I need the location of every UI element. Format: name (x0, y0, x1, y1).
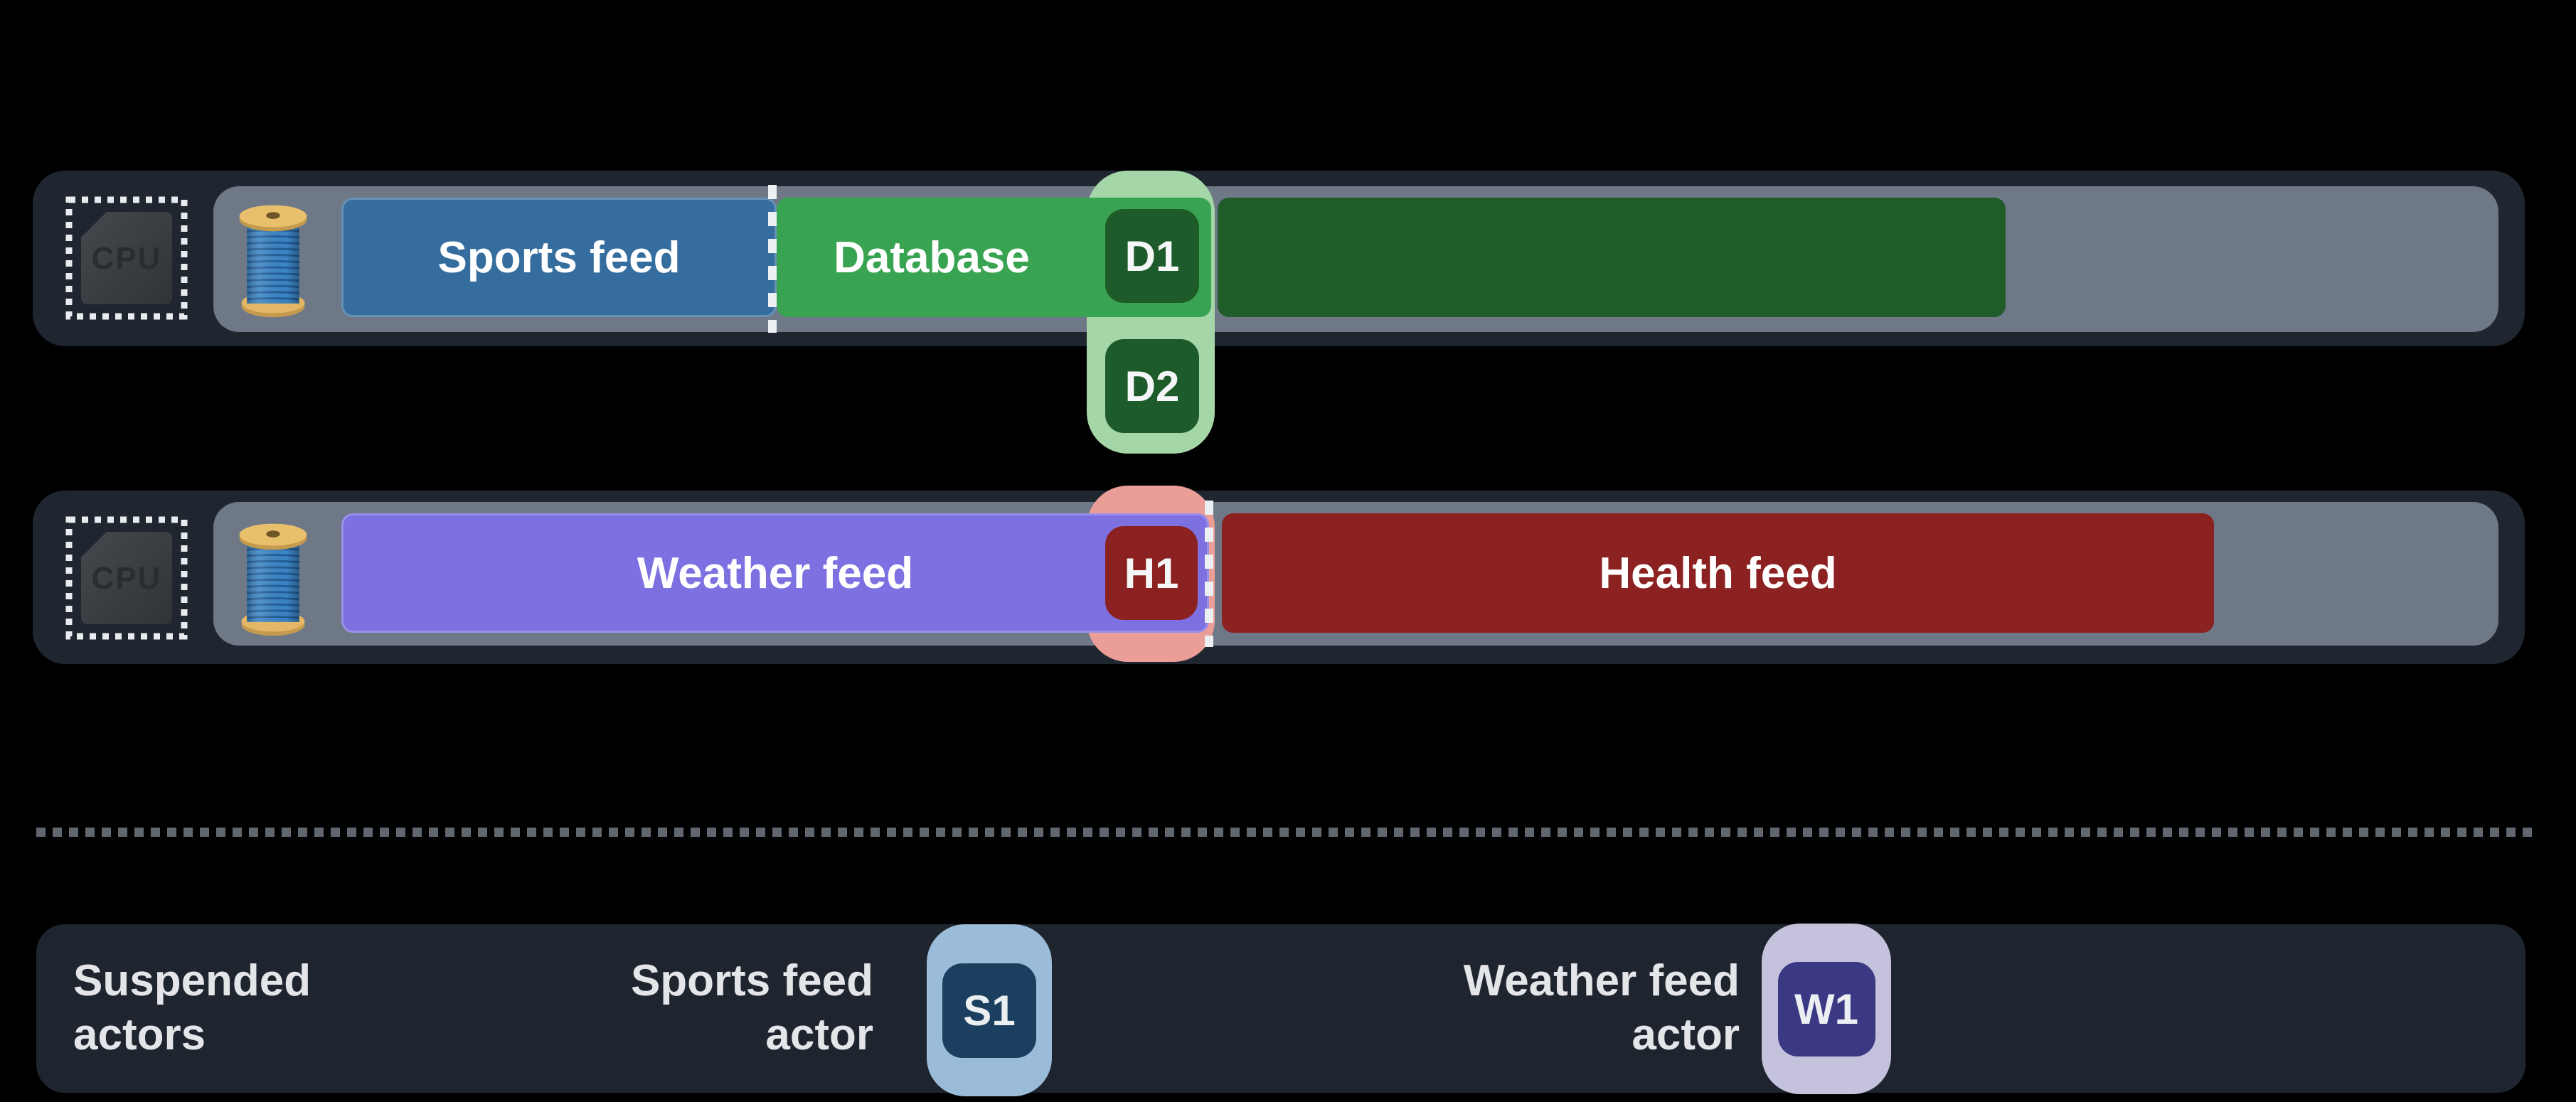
sports-actor-line1: Sports feed (630, 956, 873, 1005)
cpu-chip-text: CPU (92, 561, 162, 596)
thread-spool-icon (239, 205, 307, 318)
job-badge-d1: D1 (1105, 209, 1199, 303)
suspended-actors-title: Suspended actors (73, 954, 311, 1062)
weather-actor-pill: W1 (1762, 924, 1891, 1094)
sports-feed-actor-label: Sports feed actor (498, 954, 873, 1062)
weather-actor-line1: Weather feed (1463, 956, 1740, 1005)
suspended-actors-bar (36, 924, 2526, 1093)
actor-switch-boundary-row2 (1205, 501, 1213, 647)
database-continuation-block (1218, 198, 2006, 317)
cpu-chip-icon: CPU (65, 516, 188, 640)
health-feed-work-block: Health feed (1222, 513, 2214, 633)
health-feed-label: Health feed (1599, 548, 1837, 598)
job-badge-h1: H1 (1105, 526, 1198, 620)
actor-switch-boundary-row1 (768, 185, 777, 333)
weather-actor-line2: actor (1632, 1010, 1740, 1059)
actor-badge-s1: S1 (942, 963, 1036, 1058)
thread-spool-icon (239, 523, 307, 636)
weather-feed-label: Weather feed (637, 548, 914, 598)
suspended-title-line2: actors (73, 1010, 206, 1059)
dotted-separator-line (36, 828, 2539, 837)
cpu-chip-icon: CPU (65, 196, 188, 320)
actor-badge-w1: W1 (1777, 961, 1875, 1056)
sports-feed-work-block: Sports feed (341, 198, 777, 317)
cpu-chip-text: CPU (92, 241, 162, 276)
database-label: Database (834, 232, 1030, 282)
sports-actor-pill: S1 (927, 924, 1052, 1096)
weather-feed-work-block: Weather feed (341, 513, 1209, 633)
suspended-title-line1: Suspended (73, 956, 312, 1005)
weather-feed-actor-label: Weather feed actor (1351, 954, 1740, 1062)
sports-feed-label: Sports feed (437, 232, 681, 282)
job-badge-d2: D2 (1105, 339, 1199, 433)
sports-actor-line2: actor (765, 1010, 873, 1059)
